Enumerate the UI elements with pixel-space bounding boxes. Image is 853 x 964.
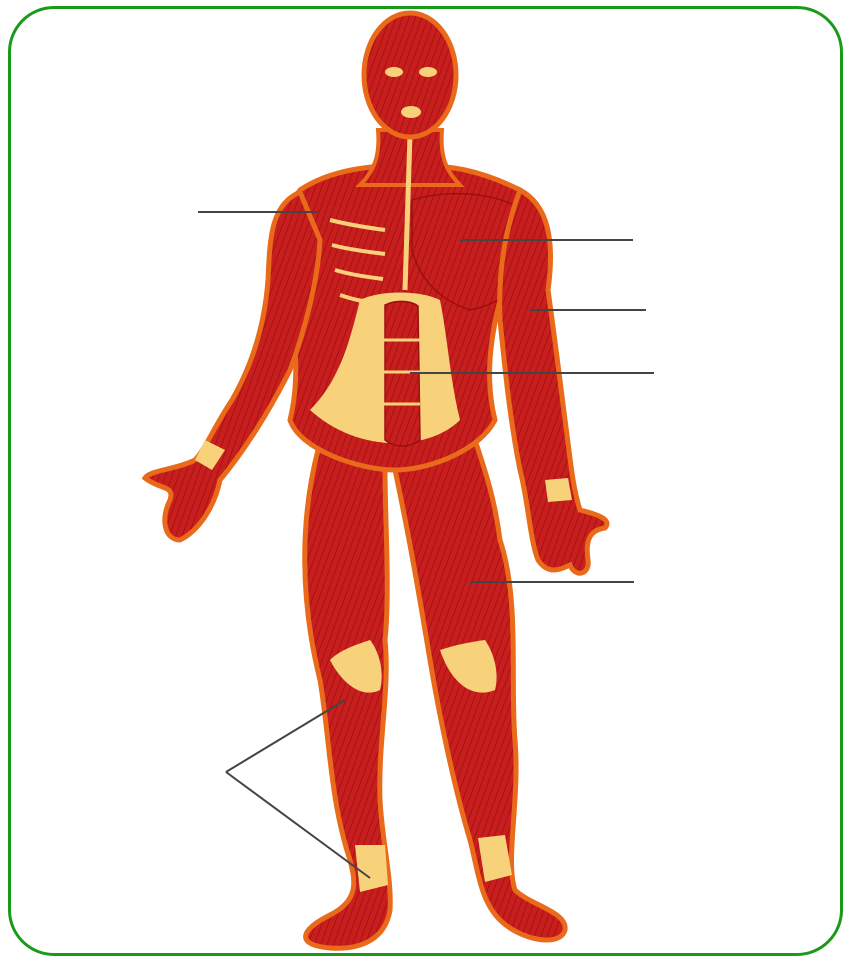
mouth bbox=[401, 106, 421, 118]
head bbox=[364, 13, 456, 137]
left-eye bbox=[419, 67, 437, 77]
right-eye bbox=[385, 67, 403, 77]
left-arm bbox=[500, 190, 607, 573]
left-wrist-tendon bbox=[545, 478, 572, 502]
right-foot-tendon bbox=[355, 845, 388, 892]
right-arm bbox=[145, 192, 320, 540]
body-figure bbox=[145, 13, 607, 948]
